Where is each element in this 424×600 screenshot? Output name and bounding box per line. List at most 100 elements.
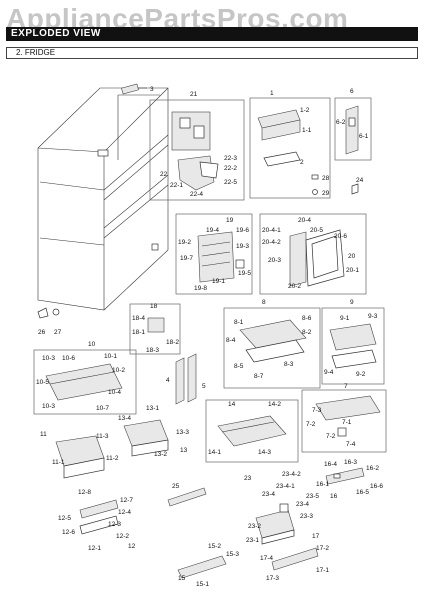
callout-17: 17 [312,533,320,540]
callout-20-4-1: 20-4-1 [262,227,281,234]
callout-10-3: 10-3 [42,355,55,362]
callout-18-4: 18-4 [132,315,145,322]
part-3 [121,83,147,95]
callout-8: 8 [262,299,266,306]
part-group-8 [223,307,321,389]
callout-1-1: 1-1 [302,127,312,134]
callout-23-2: 23-2 [248,523,261,530]
callout-14-2: 14-2 [268,401,281,408]
callout-11-3: 11-3 [96,433,109,440]
part-group-13 [123,419,169,457]
part-group-14 [205,399,299,463]
callout-22-3: 22-3 [224,155,237,162]
callout-8-1: 8-1 [234,319,244,326]
callout-2: 2 [300,159,304,166]
callout-9-2: 9-2 [356,371,366,378]
callout-13: 13 [180,447,188,454]
callout-13-3: 13-3 [176,429,189,436]
callout-7-1: 7-1 [342,419,352,426]
part-group-17 [271,547,319,571]
callout-7-2: 7-2 [306,421,316,428]
part-group-10 [33,349,137,415]
callout-16-2: 16-2 [366,465,379,472]
callout-17-1: 17-1 [316,567,329,574]
callout-18-2: 18-2 [166,339,179,346]
callout-15-2: 15-2 [208,543,221,550]
callout-19-1: 19-1 [212,278,225,285]
callout-19-8: 19-8 [194,285,207,292]
callout-22-1: 22-1 [170,182,183,189]
callout-22: 22 [160,171,168,178]
callout-10-2: 10-2 [112,367,125,374]
part-group-6 [334,97,372,161]
callout-22-4: 22-4 [190,191,203,198]
callout-12-1: 12-1 [88,545,101,552]
callout-4: 4 [166,377,170,384]
callout-17-4: 17-4 [260,555,273,562]
fridge-cabinet [37,87,169,311]
callout-24: 24 [356,177,364,184]
callout-20-5: 20-5 [310,227,323,234]
callout-9-1: 9-1 [340,315,350,322]
callout-12-8: 12-8 [78,489,91,496]
part-group-16 [325,467,365,485]
part-group-9 [321,307,385,385]
section-header: EXPLODED VIEW [6,27,418,41]
callout-23-1: 23-1 [246,537,259,544]
part-group-1-2 [249,97,331,199]
callout-13-2: 13-2 [154,451,167,458]
callout-20-3: 20-3 [268,257,281,264]
callout-9-4: 9-4 [324,369,334,376]
callout-23-4: 23-4 [262,491,275,498]
callout-8-3: 8-3 [284,361,294,368]
callout-23-4b: 23-4 [296,501,309,508]
callout-10-7: 10-7 [96,405,109,412]
part-group-18 [129,303,181,355]
callout-16-5: 16-5 [356,489,369,496]
callout-21: 21 [190,91,198,98]
callout-19-2: 19-2 [178,239,191,246]
callout-8-4: 8-4 [226,337,236,344]
callout-10-5: 10-5 [36,379,49,386]
callout-10-4: 10-4 [108,389,121,396]
callout-26: 26 [38,329,46,336]
callout-16-6: 16-6 [370,483,383,490]
callout-10: 10 [88,341,96,348]
callout-9: 9 [350,299,354,306]
callout-6: 6 [350,88,354,95]
callout-22-5: 22-5 [224,179,237,186]
callout-13-1: 13-1 [146,405,159,412]
subsection-title: 2. FRIDGE [16,48,56,57]
callout-12-4: 12-4 [118,509,131,516]
callout-20: 20 [348,253,356,260]
callout-13-4: 13-4 [118,415,131,422]
callout-19: 19 [226,217,234,224]
callout-14-3: 14-3 [258,449,271,456]
callout-3: 3 [150,86,154,93]
callout-20-6: 20-6 [334,233,347,240]
callout-6-1: 6-1 [359,133,369,140]
callout-19-6: 19-6 [236,227,249,234]
callout-8-7: 8-7 [254,373,264,380]
callout-23-5: 23-5 [306,493,319,500]
callout-11: 11 [40,431,47,438]
parts-4-5 [175,353,197,405]
callout-10-1: 10-1 [104,353,117,360]
parts-26-27 [37,307,60,319]
section-title: EXPLODED VIEW [11,28,101,39]
callout-8-5: 8-5 [234,363,244,370]
callout-23-3: 23-3 [300,513,313,520]
callout-19-3: 19-3 [236,243,249,250]
callout-29: 29 [322,190,330,197]
part-group-7 [301,389,387,453]
callout-7-2b: 7-2 [326,433,336,440]
callout-12-7: 12-7 [120,497,133,504]
callout-16-3: 16-3 [344,459,357,466]
callout-7-4: 7-4 [346,441,356,448]
callout-6-2: 6-2 [336,119,346,126]
part-group-15 [177,555,227,579]
callout-18-1: 18-1 [132,329,145,336]
callout-8-6: 8-6 [302,315,312,322]
